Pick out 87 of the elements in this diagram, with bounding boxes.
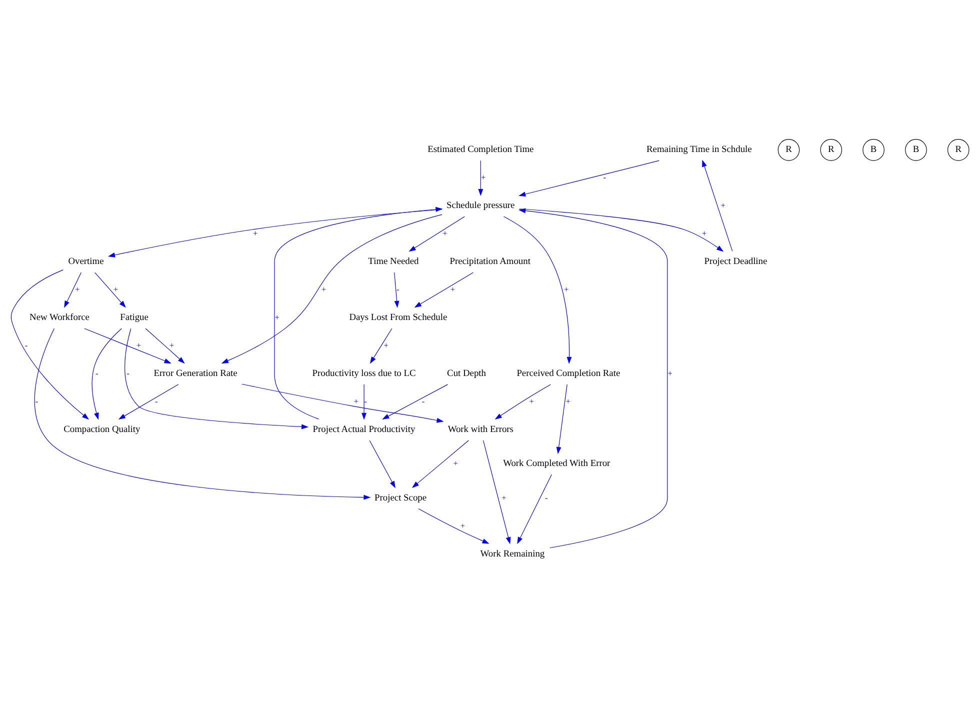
edge-label: - [422, 396, 425, 406]
node-text: Estimated Completion Time [428, 145, 534, 156]
node-text: New Workforce [30, 313, 90, 324]
arrow [124, 328, 309, 430]
arrow [478, 160, 484, 196]
arrow [84, 328, 172, 364]
node-text: Productivity loss due to LC [312, 369, 416, 380]
node-text: Cut Depth [447, 369, 486, 380]
node-text: Project Scope [374, 493, 427, 504]
edge-label: + [321, 285, 326, 294]
arrow [408, 216, 465, 252]
edge-label: + [354, 396, 358, 406]
arrow [242, 384, 444, 423]
node-text: Time Needed [368, 257, 419, 268]
arrow [519, 208, 724, 252]
node-text: Remaining Time in Schdule [646, 145, 752, 156]
node-text: Compaction Quality [64, 424, 140, 435]
edge-label: - [24, 340, 28, 350]
edge-label: + [720, 201, 726, 210]
edge-label: + [668, 368, 672, 378]
edge-label: - [544, 493, 548, 502]
edge-label: - [96, 368, 98, 378]
edge-label: - [396, 285, 400, 294]
node-text: Work with Errors [448, 424, 514, 435]
arrow [94, 272, 126, 308]
arrow [702, 160, 733, 252]
arrow [494, 384, 551, 420]
arrow [145, 328, 185, 364]
node-text: Days Lost From Schedule [349, 313, 448, 324]
arrow [503, 216, 572, 364]
arrow [518, 160, 660, 197]
node-text: Precipitation Amount [450, 257, 530, 268]
edge-label: + [566, 396, 570, 406]
edge-label: + [502, 493, 506, 502]
arrow [412, 440, 469, 488]
edge-label: + [384, 340, 388, 350]
edge-label: + [113, 285, 118, 294]
node-text: Overtime [68, 257, 104, 268]
edge-label: + [75, 285, 80, 294]
edge-label: - [35, 396, 38, 406]
arrow [92, 328, 122, 420]
arrow [118, 384, 179, 420]
edge-label: + [136, 340, 142, 350]
edge-label: - [364, 396, 367, 406]
edge-label: + [274, 313, 280, 322]
arrow [10, 270, 90, 420]
arrow [517, 474, 552, 544]
node-text: Project Deadline [704, 257, 768, 268]
node-text: Work Remaining [480, 549, 545, 560]
label: R [955, 145, 962, 156]
edge-label: + [702, 229, 707, 238]
node-text: Perceived Completion Rate [516, 369, 620, 380]
edge-label: - [155, 396, 158, 406]
arrow [556, 384, 568, 454]
arrow [382, 384, 448, 420]
arrow [369, 440, 396, 488]
arrow [34, 328, 371, 500]
arrow [221, 214, 442, 364]
arrow [362, 384, 366, 420]
arrow [394, 272, 400, 308]
edge-label: + [564, 285, 569, 294]
label: R [828, 145, 834, 156]
edge-label: + [253, 229, 258, 238]
arrow [518, 208, 668, 548]
arrow [482, 440, 511, 544]
node-text: Fatigue [120, 313, 148, 324]
label: R [786, 145, 792, 156]
edge-label: + [453, 459, 458, 468]
node-text: Error Generation Rate [154, 369, 238, 380]
node-text: Schedule pressure [446, 201, 515, 212]
arrow [418, 508, 490, 544]
arrow [370, 328, 392, 364]
node-text: Work Completed With Error [503, 459, 610, 470]
edge-label: + [460, 521, 466, 530]
edge-label: + [450, 285, 456, 294]
edge-label: - [603, 173, 606, 182]
edge-label: + [480, 173, 486, 182]
arrow [274, 206, 443, 420]
node-text: Project Actual Productivity [312, 424, 416, 435]
edge-label: - [126, 368, 130, 378]
edge-label: + [169, 340, 174, 350]
arrow [64, 272, 82, 308]
label: B [912, 145, 920, 156]
edge-label: + [529, 396, 534, 406]
arrow [414, 272, 474, 308]
label: B [870, 145, 877, 156]
edge-label: + [442, 229, 448, 238]
